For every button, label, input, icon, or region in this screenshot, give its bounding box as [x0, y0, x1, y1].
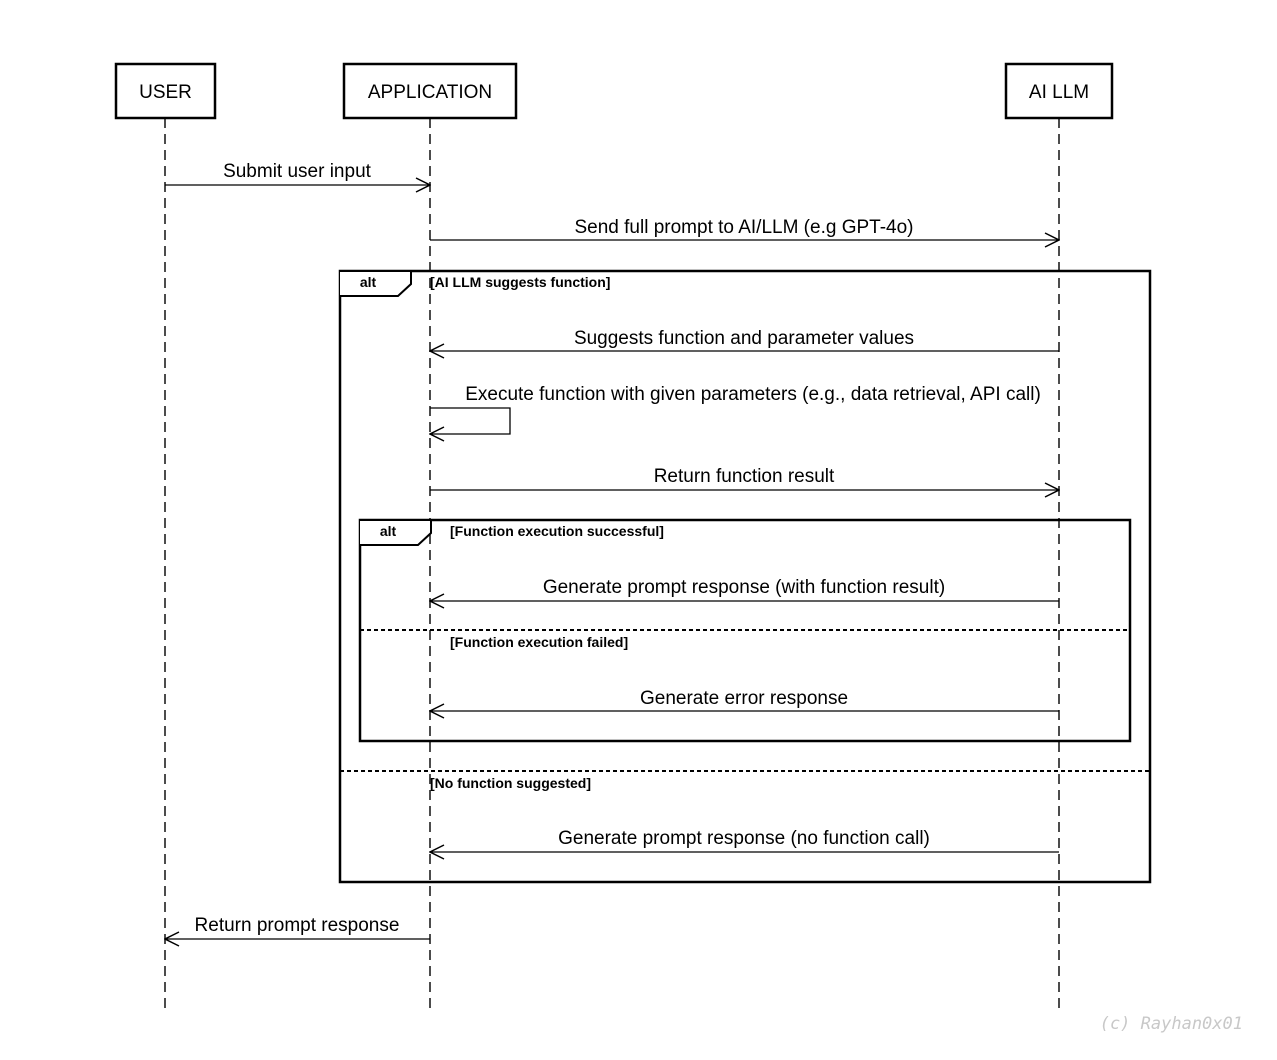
message-generate-error: Generate error response [431, 688, 1059, 711]
outer-alt-guard-function-suggested: [AI LLM suggests function] [430, 274, 610, 290]
message-return-result: Return function result [430, 466, 1058, 490]
participant-ai-llm: AI LLM [1004, 62, 1114, 120]
inner-alt-guard-success: [Function execution successful] [450, 523, 664, 539]
message-submit-input-label: Submit user input [223, 161, 372, 182]
outer-alt-guard-no-function: [No function suggested] [430, 775, 591, 791]
message-return-response: Return prompt response [166, 915, 430, 939]
message-send-prompt: Send full prompt to AI/LLM (e.g GPT-4o) [430, 217, 1058, 240]
watermark: (c) Rayhan0x01 [1100, 1014, 1243, 1034]
participant-user: USER [114, 62, 217, 120]
message-generate-no-call-label: Generate prompt response (no function ca… [558, 828, 930, 849]
inner-alt-operator: alt [380, 523, 397, 539]
participant-application-label: APPLICATION [368, 82, 492, 103]
message-execute-function: Execute function with given parameters (… [430, 384, 1041, 434]
message-execute-function-label: Execute function with given parameters (… [465, 384, 1041, 405]
message-generate-no-call: Generate prompt response (no function ca… [431, 828, 1059, 852]
participant-ai-llm-label: AI LLM [1029, 82, 1089, 103]
message-generate-with-result: Generate prompt response (with function … [431, 577, 1059, 601]
participant-application: APPLICATION [342, 62, 518, 120]
message-generate-with-result-label: Generate prompt response (with function … [543, 577, 945, 598]
message-suggests-function-label: Suggests function and parameter values [574, 328, 914, 349]
message-return-result-label: Return function result [654, 466, 835, 487]
outer-alt-frame: alt [AI LLM suggests function] [No funct… [338, 269, 1152, 884]
outer-alt-operator: alt [360, 274, 377, 290]
inner-alt-frame: alt [Function execution successful] [Fun… [358, 518, 1132, 743]
inner-alt-guard-failed: [Function execution failed] [450, 634, 628, 650]
participant-user-label: USER [139, 82, 192, 103]
message-suggests-function: Suggests function and parameter values [431, 328, 1059, 351]
message-submit-input: Submit user input [165, 161, 429, 185]
message-generate-error-label: Generate error response [640, 688, 848, 709]
message-send-prompt-label: Send full prompt to AI/LLM (e.g GPT-4o) [575, 217, 914, 238]
message-return-response-label: Return prompt response [195, 915, 400, 936]
